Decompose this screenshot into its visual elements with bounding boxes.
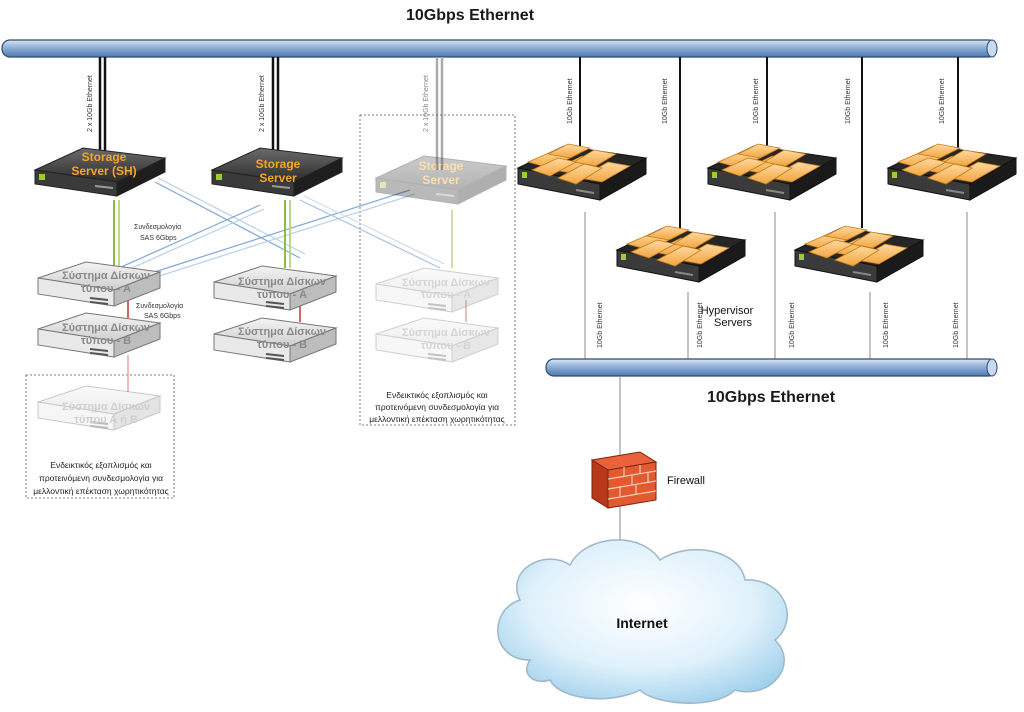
storage-server-3: Storage Server [375,155,507,205]
hv-uplink-label-2: 10Gb Ethernet [662,78,669,124]
future-note-left: Ενδεικτικός εξοπλισμός και προτεινόμενη … [33,460,169,496]
ethernet-bus-bottom [545,358,998,377]
hv-downlink-label-3: 10Gb Ethernet [789,302,796,348]
disk-a-3-line2: τύπου - A [421,289,471,301]
hypervisor-uplinks [579,57,959,228]
future-expansion-box-left [25,374,175,499]
storage-server-2-label-1: Storage [256,157,301,171]
disk-a-1-line2: τύπου - A [81,283,131,295]
hv-downlink-label-2: 10Gb Ethernet [697,302,704,348]
disk-b-3-line1: Σύστημα Δίσκων [402,327,490,339]
sas-label-2-line1: Συνδεσμολογία [136,302,183,310]
storage-server-1-label-1: Storage [82,150,127,164]
hypervisor-server-5 [887,143,1017,201]
disk-a-3-line1: Σύστημα Δίσκων [402,277,490,289]
internet-label: Internet [616,615,668,631]
disk-system-a-3: Σύστημα Δίσκων τύπου - A [375,267,499,313]
disk-b-2-line2: τύπου - B [257,339,307,351]
bus-top-label: 10Gbps Ethernet [406,7,535,24]
future-note-right: Ενδεικτικός εξοπλισμός και προτεινόμενη … [369,390,505,424]
hv-downlink-label-1: 10Gb Ethernet [597,302,604,348]
sas-label-1-line2: SAS 6Gbps [140,235,177,242]
future-note-left-line2: προτεινόμενη συνδεσμολογία για [39,473,163,483]
disk-b-2-line1: Σύστημα Δίσκων [238,326,326,338]
hv-downlink-label-4: 10Gb Ethernet [883,302,890,348]
disk-a-2-line1: Σύστημα Δίσκων [238,276,326,288]
disk-system-b-1: Σύστημα Δίσκων τύπου - B [37,312,161,358]
storage-uplink-label-3: 2 x 10Gb Ethernet [423,75,430,132]
disk-b-1-line2: τύπου - B [81,335,131,347]
hypervisor-label-line2: Servers [714,317,752,329]
bus-bottom-label: 10Gbps Ethernet [707,389,836,406]
future-note-left-line1: Ενδεικτικός εξοπλισμός και [50,460,152,470]
disk-b-3-line2: τύπου - B [421,340,471,352]
storage-server-2: Storage Server [211,147,343,197]
future-note-right-line3: μελλοντική επέκταση χωρητικότητας [369,414,505,424]
disk-a-1-line1: Σύστημα Δίσκων [62,270,150,282]
storage-server-3-label-1: Storage [419,159,464,173]
future-note-right-line1: Ενδεικτικός εξοπλισμός και [386,390,488,400]
hypervisor-label-line1: Hypervisor [701,305,754,317]
firewall-icon [590,451,658,509]
hv-downlink-label-5: 10Gb Ethernet [953,302,960,348]
storage-server-2-label-2: Server [259,171,297,185]
hypervisor-downlinks [584,212,968,360]
sas-green-links [113,200,453,268]
sas-label-2-line2: SAS 6Gbps [144,313,181,320]
disk-b-1-line1: Σύστημα Δίσκων [62,322,150,334]
sas-cross-links [109,177,445,280]
future-note-right-line2: προτεινόμενη συνδεσμολογία για [375,402,499,412]
disk-system-a-2: Σύστημα Δίσκων τύπου - A [213,265,337,311]
disk-ab-line2: τύπου Α ή Β [74,414,138,426]
future-expansion-box-right [359,114,516,426]
hypervisor-server-2 [616,225,746,283]
storage-uplink-label-1: 2 x 10Gb Ethernet [87,75,94,132]
hypervisor-server-1 [517,143,647,201]
future-note-left-line3: μελλοντική επέκταση χωρητικότητας [33,486,169,496]
disk-system-b-2: Σύστημα Δίσκων τύπου - B [213,317,337,363]
disk-system-ab: Σύστημα Δίσκων τύπου Α ή Β [37,385,161,431]
hv-uplink-label-3: 10Gb Ethernet [753,78,760,124]
disk-system-b-3: Σύστημα Δίσκων τύπου - B [375,317,499,363]
hypervisor-server-3 [707,143,837,201]
disk-ab-line1: Σύστημα Δίσκων [62,401,150,413]
storage-uplink-label-2: 2 x 10Gb Ethernet [259,75,266,132]
cloud-icon [497,539,788,704]
hypervisor-server-4 [794,225,924,283]
disk-system-a-1: Σύστημα Δίσκων τύπου - A [37,261,161,307]
storage-server-1: Storage Server (SH) [34,147,166,197]
disk-a-2-line2: τύπου - A [257,289,307,301]
hv-uplink-label-1: 10Gb Ethernet [567,78,574,124]
storage-server-3-label-2: Server [422,173,460,187]
ethernet-bus-top [1,39,998,58]
storage-server-1-label-2: Server (SH) [71,164,136,178]
sas-label-1-line1: Συνδεσμολογία [134,223,181,231]
firewall-label: Firewall [667,475,705,487]
storage-uplinks [98,57,444,170]
hv-uplink-label-5: 10Gb Ethernet [939,78,946,124]
hv-uplink-label-4: 10Gb Ethernet [845,78,852,124]
